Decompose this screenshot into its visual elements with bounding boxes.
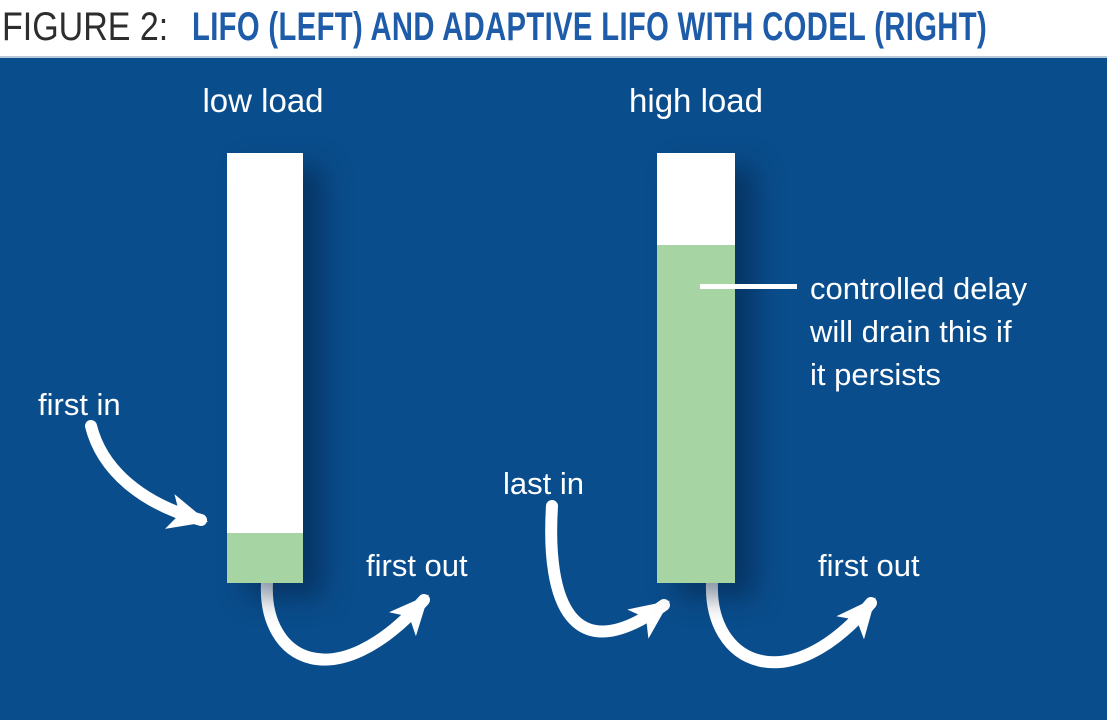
- first-out-label-left: first out: [366, 548, 468, 583]
- high-load-label: high load: [629, 82, 763, 119]
- figure-label: FIGURE 2:: [2, 5, 169, 49]
- first-out-label-right: first out: [818, 548, 920, 583]
- low-load-label: low load: [202, 82, 324, 119]
- callout-connector-line: [700, 284, 797, 289]
- queue-bar-codel: [657, 153, 735, 583]
- figure-header: FIGURE 2: LIFO (LEFT) AND ADAPTIVE LIFO …: [0, 0, 1107, 56]
- last-in-arrow: [545, 500, 670, 639]
- callout-text: controlled delay will drain this if it p…: [810, 267, 1027, 396]
- queue-bar-lifo: [227, 153, 303, 583]
- last-in-label: last in: [503, 466, 584, 501]
- callout-text-line: it persists: [810, 357, 941, 392]
- first-in-label: first in: [38, 387, 121, 422]
- first-out-arrow-right: [705, 577, 877, 669]
- callout-text-line: controlled delay: [810, 271, 1028, 306]
- first-out-arrow-left: [260, 577, 430, 666]
- first-in-arrow: [85, 420, 208, 529]
- figure-title: LIFO (LEFT) AND ADAPTIVE LIFO WITH CODEL…: [192, 5, 988, 49]
- queue-fill-lifo: [227, 533, 303, 583]
- callout-text-line: will drain this if: [810, 314, 1012, 349]
- queue-fill-codel: [657, 245, 735, 583]
- diagram-panel: [0, 56, 1107, 720]
